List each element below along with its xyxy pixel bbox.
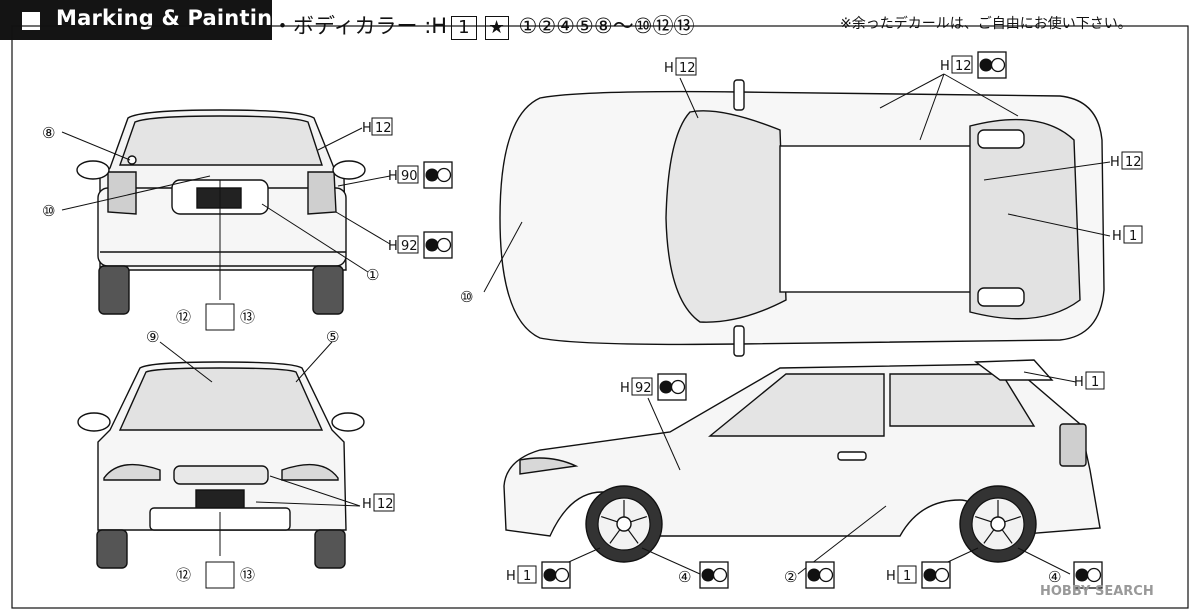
callout-side-4a: ④ [678, 568, 691, 586]
paint-code-h: H [886, 569, 896, 584]
callout-front-5: ⑤ [326, 328, 339, 346]
callout-top-10: ⑩ [460, 288, 473, 306]
paint-code-1: 1 [523, 569, 531, 584]
rear-view-callouts: ⑧ ⑩ ① ⑫ ⑬ H 12 H 90 H 92 [42, 117, 453, 331]
paint-code-h: H [940, 59, 950, 74]
paint-swatch-icon [977, 51, 1007, 79]
paint-swatch-icon [423, 161, 453, 189]
paint-code-h: H [1074, 375, 1084, 390]
paint-code-1: 1 [1129, 229, 1137, 244]
callout-rear-10: ⑩ [42, 202, 55, 220]
callout-front-13: ⑬ [240, 566, 255, 584]
paint-code-h: H [506, 569, 516, 584]
paint-swatch-icon [921, 561, 951, 589]
paint-code-12: 12 [377, 497, 394, 512]
paint-code-1: 1 [1091, 375, 1099, 390]
paint-swatch-icon [805, 561, 835, 589]
paint-code-1: 1 [903, 569, 911, 584]
paint-code-h: H [1110, 155, 1120, 170]
paint-code-h: H [664, 61, 674, 76]
paint-code-12: 12 [375, 121, 392, 136]
paint-code-h: H [388, 239, 398, 254]
callout-front-12: ⑫ [176, 566, 191, 584]
side-view-callouts: H 92 H 1 H 1 ④ ② H 1 ④ [506, 371, 1105, 589]
top-view-callouts: H 12 H 12 H 12 H 1 ⑩ [460, 51, 1143, 306]
paint-code-h: H [362, 497, 372, 512]
paint-swatch-icon [423, 231, 453, 259]
paint-code-h: H [1112, 229, 1122, 244]
paint-code-h: H [388, 169, 398, 184]
rear-view-car [76, 109, 366, 315]
paint-swatch-icon [699, 561, 729, 589]
paint-code-12: 12 [1125, 155, 1142, 170]
paint-swatch-icon [657, 373, 687, 401]
side-view-car [503, 359, 1101, 563]
paint-swatch-icon [541, 561, 571, 589]
callout-side-2: ② [784, 568, 797, 586]
callout-rear-1: ① [366, 266, 379, 284]
diagram-frame [11, 25, 1189, 609]
callout-rear-8: ⑧ [42, 124, 55, 142]
callout-side-4b: ④ [1048, 568, 1061, 586]
paint-code-12: 12 [679, 61, 696, 76]
leftover-decal-note: ※余ったデカールは、ご自由にお使い下さい。 [840, 16, 1132, 32]
paint-code-h: H [620, 381, 630, 396]
top-view-car [499, 79, 1105, 357]
paint-code-h: H [362, 121, 372, 136]
front-view-car [77, 361, 365, 569]
callout-rear-12: ⑫ [176, 308, 191, 326]
body-color-code: 1 [451, 16, 477, 40]
paint-code-90: 90 [401, 169, 418, 184]
leader-lines [61, 73, 1111, 575]
paint-code-12: 12 [955, 59, 972, 74]
star-icon: ★ [484, 16, 509, 40]
front-view-callouts: ⑨ ⑤ H 12 ⑫ ⑬ [146, 328, 395, 589]
paint-code-92: 92 [401, 239, 418, 254]
paint-code-92: 92 [635, 381, 652, 396]
watermark: HOBBY SEARCH [1040, 584, 1154, 599]
callout-rear-13: ⑬ [240, 308, 255, 326]
callout-front-9: ⑨ [146, 328, 159, 346]
